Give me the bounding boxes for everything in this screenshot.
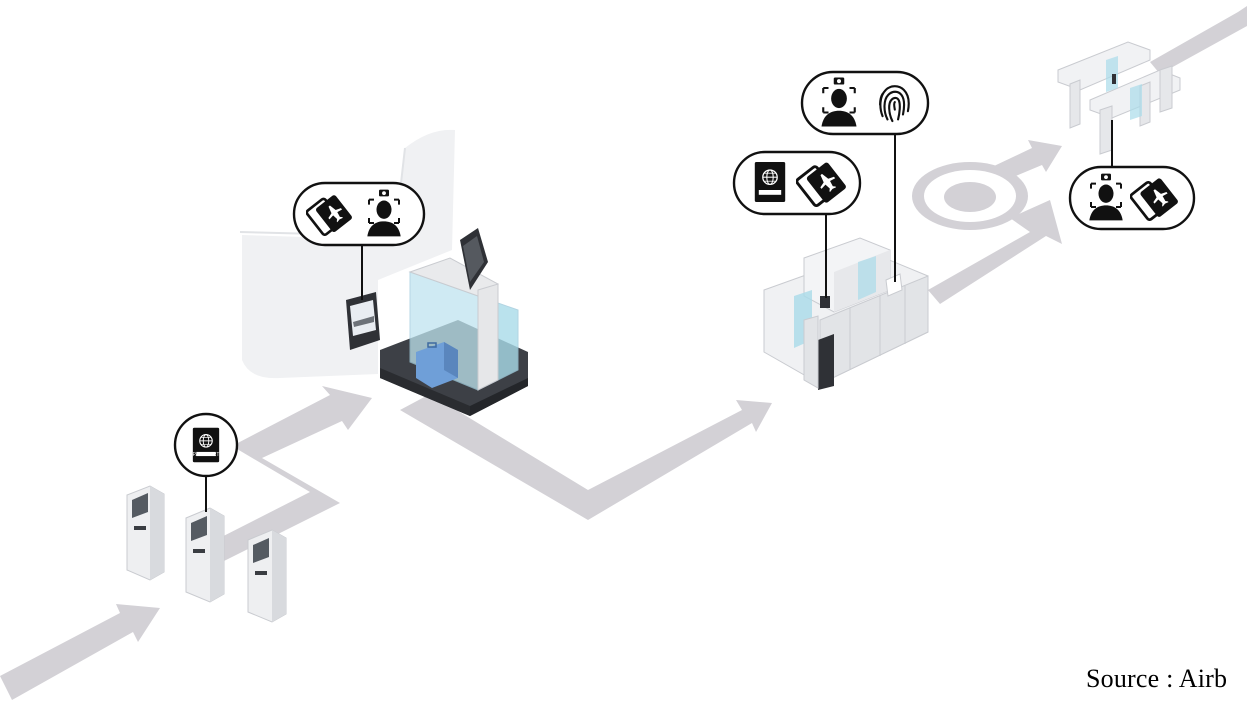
- passport-label: PASSPORT: [193, 452, 220, 458]
- kiosk-callout: PASSPORT: [173, 412, 239, 512]
- bag-drop-unit: [239, 129, 528, 416]
- enrolment-floor-disc: [912, 162, 1028, 230]
- biometric-callout: [800, 70, 930, 282]
- kiosk: [126, 485, 165, 581]
- journey-path: [0, 6, 1247, 700]
- boarding-gates: [1057, 41, 1181, 155]
- kiosk: [247, 529, 287, 623]
- security-callout: [732, 150, 862, 298]
- bag-drop-screen: [346, 292, 380, 350]
- boarding-callout: [1068, 120, 1196, 231]
- check-in-kiosks: [126, 485, 287, 623]
- security-egates: [763, 237, 929, 390]
- suitcase: [416, 342, 458, 388]
- kiosk: [185, 507, 225, 603]
- source-caption: Source : Airb: [1086, 664, 1228, 693]
- bag-drop-top-screen: [460, 228, 488, 290]
- bag-drop-callout: [292, 181, 426, 300]
- passport-icon: [754, 161, 786, 203]
